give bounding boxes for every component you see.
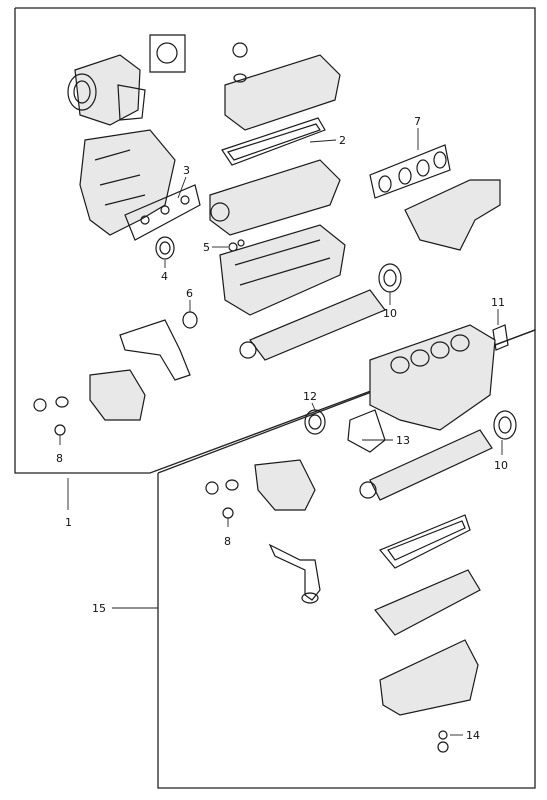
callout-4: 4 [161,270,168,283]
callout-labels: 2 3 4 5 6 7 10 11 8 1 12 13 10 8 15 14 [56,115,508,742]
valve-cover [224,42,341,131]
drain-plug [437,730,449,753]
oil-pump-upper [33,369,146,436]
exhaust-manifold [404,179,501,251]
crankshaft-lower [359,429,493,501]
callout-3: 3 [183,164,190,177]
oil-strainer [268,543,321,604]
oil-pan-lower [379,639,479,716]
oil-pan-gasket [379,514,471,569]
rear-oil-seal-upper [378,263,402,293]
oil-pan-upper [374,569,481,636]
callout-8-upper: 8 [56,452,63,465]
exhaust-manifold-gasket [369,144,451,199]
oil-seal-6 [182,311,198,329]
callout-6: 6 [186,287,193,300]
valve-cover-gasket [221,117,326,166]
camshaft-housing [209,159,341,236]
oil-seal-retainer [347,409,386,453]
callout-15: 15 [92,602,106,615]
callout-13: 13 [396,434,410,447]
water-outlet-gasket [492,324,509,351]
cylinder-head [219,224,346,316]
intake-gasket [124,184,201,241]
leader-lines [59,128,503,736]
camshaft-seal [155,236,175,260]
throttle-gasket [149,34,186,73]
rear-oil-seal-lower [493,410,517,440]
callout-7: 7 [414,115,421,128]
callout-5: 5 [203,241,210,254]
callout-2: 2 [339,134,346,147]
upper-kit-frame [14,7,536,474]
callout-14: 14 [466,729,480,742]
crankshaft-upper [239,289,386,361]
oil-pump-lower [205,459,316,519]
throttle-body [67,54,146,126]
cylinder-block [369,324,496,431]
callout-1: 1 [65,516,72,529]
callout-12: 12 [303,390,317,403]
callout-11: 11 [491,296,505,309]
connecting-rod [119,319,191,381]
intake-manifold [79,129,176,236]
callout-8-lower: 8 [224,535,231,548]
callout-10-lower: 10 [494,459,508,472]
callout-10-upper: 10 [383,307,397,320]
